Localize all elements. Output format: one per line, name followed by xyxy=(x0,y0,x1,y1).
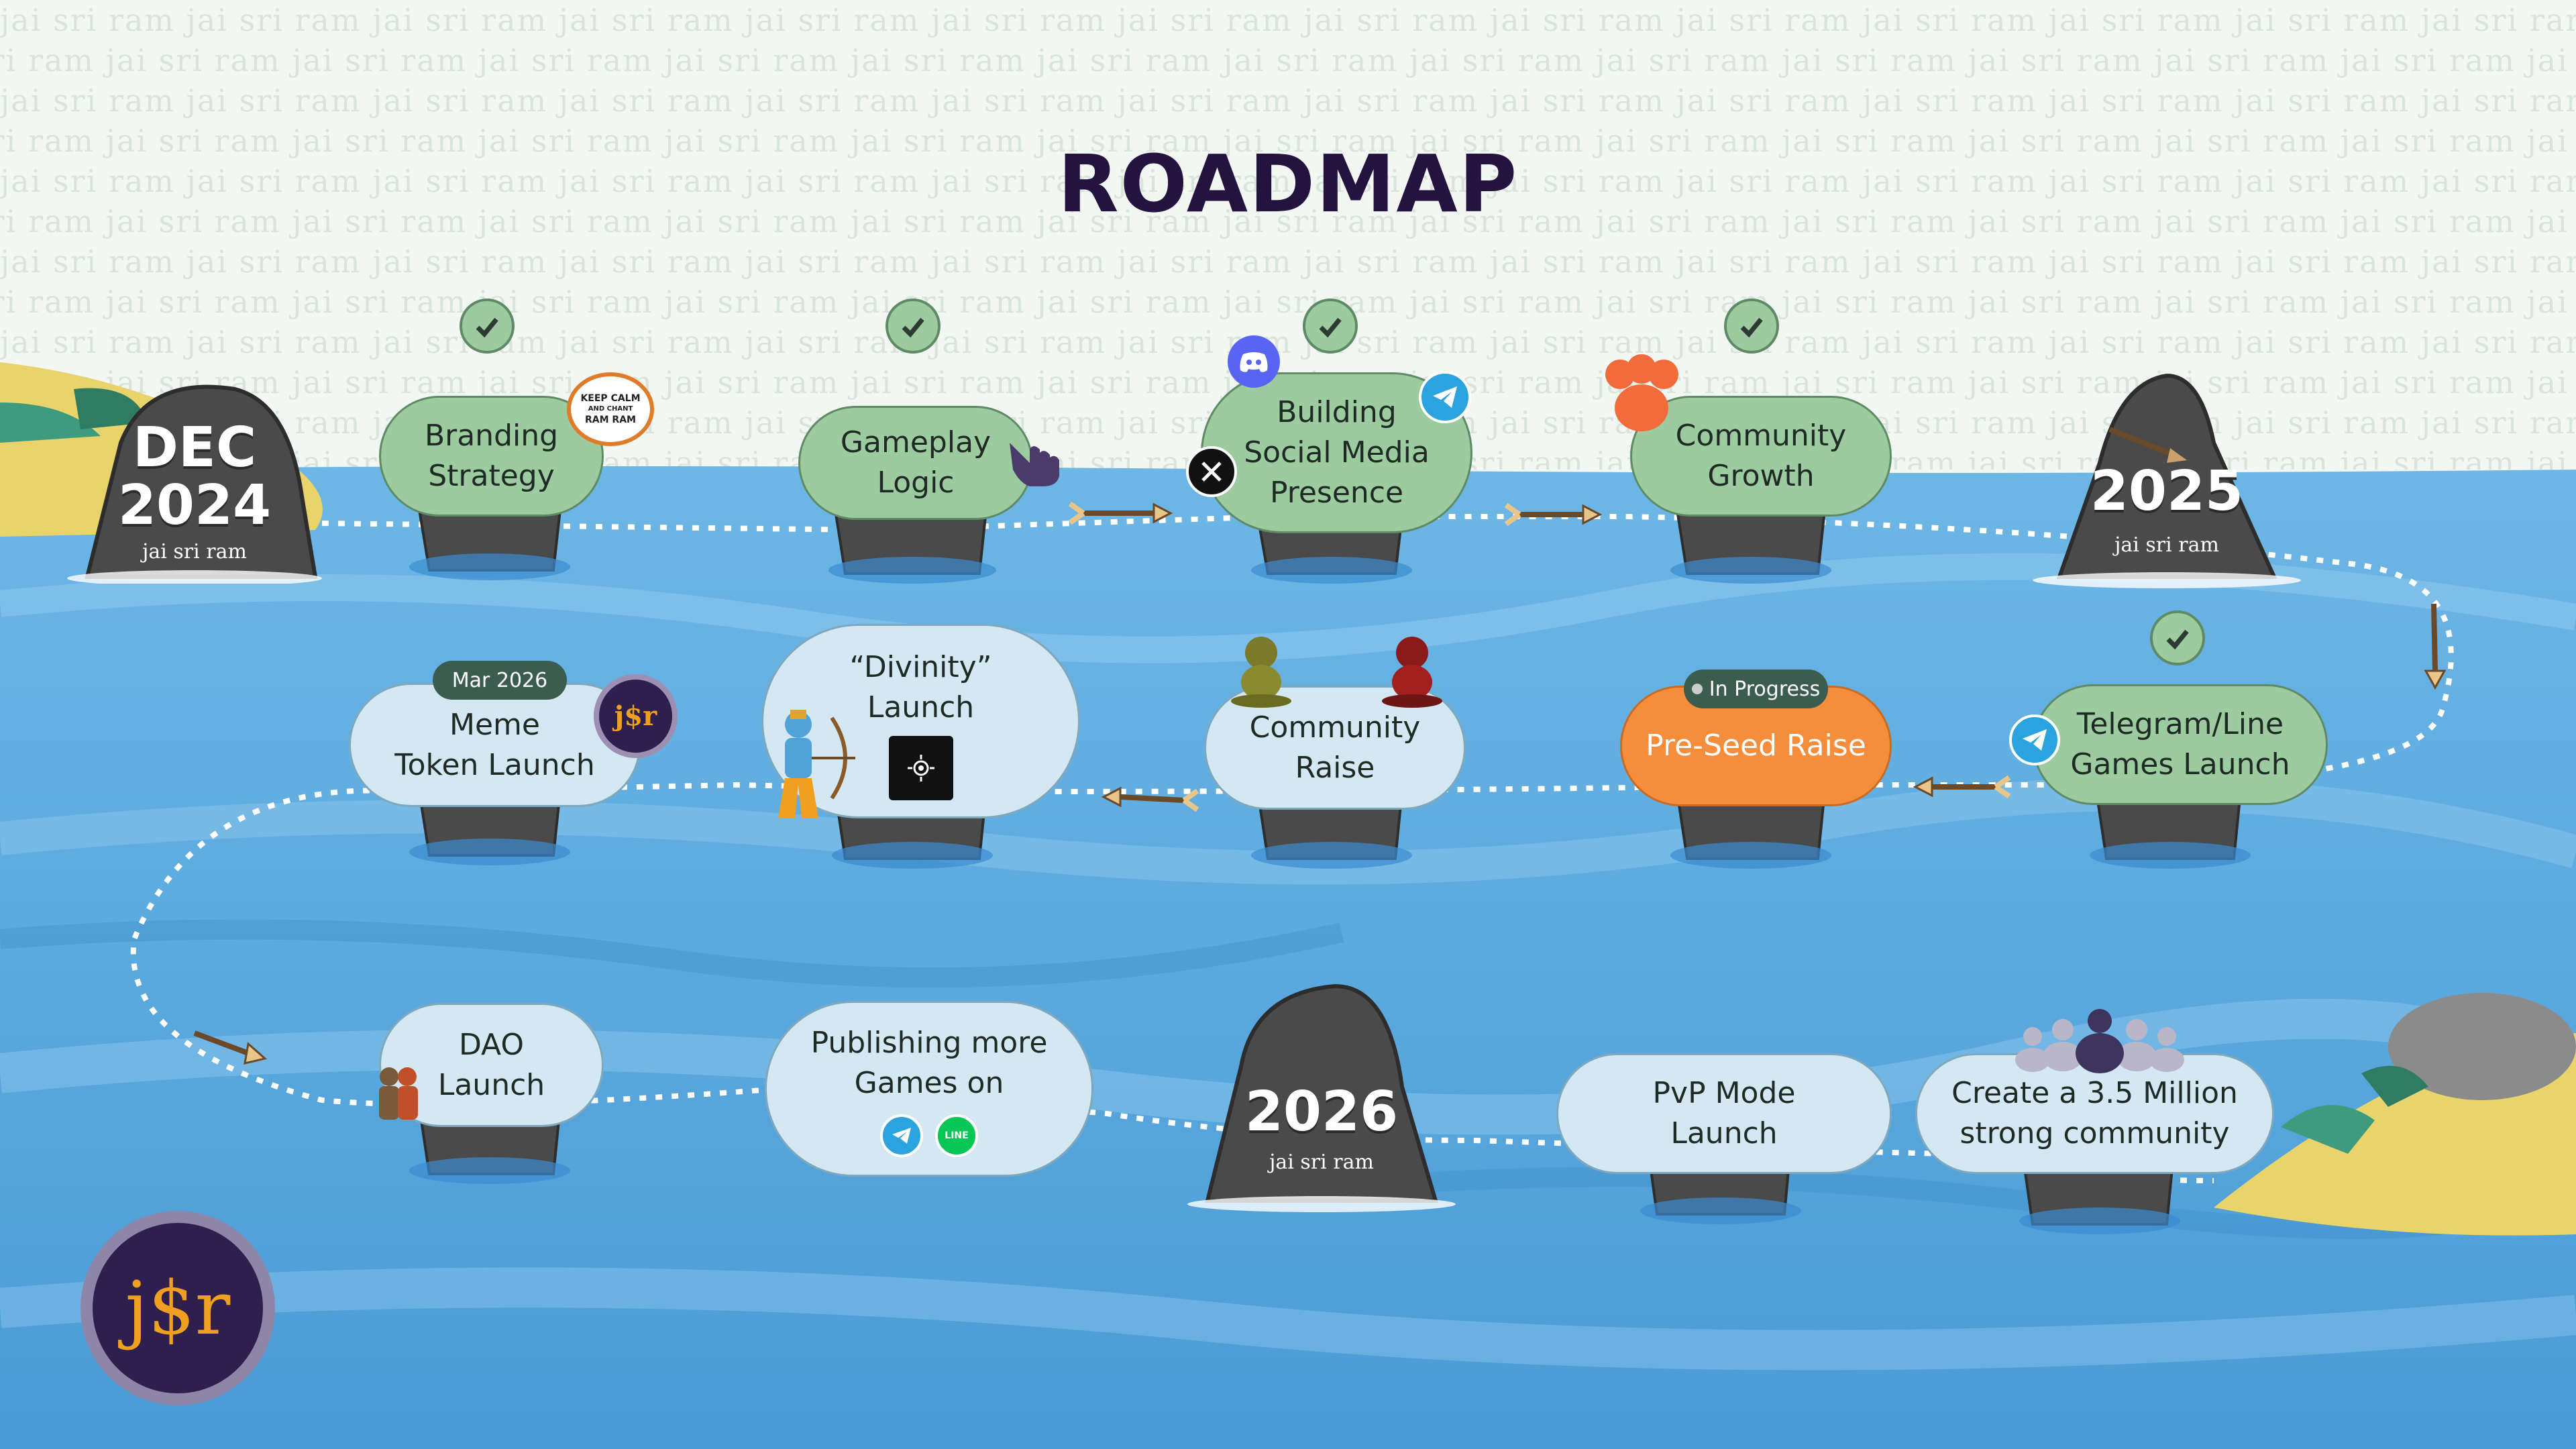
keep-calm-sticker: KEEP CALM AND CHANT RAM RAM xyxy=(567,372,654,446)
check-icon xyxy=(460,299,515,354)
milestone-text: Raise xyxy=(1295,750,1375,785)
milestone-text: Strategy xyxy=(428,459,555,493)
sticker-text: AND CHANT xyxy=(588,405,633,413)
rock-dec-2024: DEC 2024 jai sri ram xyxy=(67,362,322,584)
milestone-branding: Branding Strategy xyxy=(379,396,604,517)
milestone-text: DAO xyxy=(458,1027,525,1062)
pattern-row: jai sri ram jai sri ram jai sri ram jai … xyxy=(0,83,2576,119)
milestone-text: Presence xyxy=(1269,476,1404,510)
arrow-left-2 xyxy=(1101,786,1199,812)
status-dot-icon xyxy=(1691,684,1703,694)
pattern-row: jai sri ram jai sri ram jai sri ram jai … xyxy=(0,163,2576,199)
milestone-text: Games Launch xyxy=(2070,747,2290,782)
milestone-text: Social Media xyxy=(1244,435,1430,470)
hug-icon xyxy=(372,1063,426,1124)
divinity-game-icon xyxy=(888,736,953,800)
meditating-monkey-red-icon xyxy=(1379,634,1446,708)
rock-label: DEC 2024 xyxy=(67,419,322,535)
check-icon xyxy=(1724,299,1779,354)
milestone-divinity: “Divinity” Launch xyxy=(761,624,1080,818)
rock-sub: jai sri ram xyxy=(142,540,247,564)
milestone-text: Building xyxy=(1277,395,1397,429)
x-icon xyxy=(1186,446,1237,497)
milestone-text: Logic xyxy=(877,466,955,500)
milestone-publishing: Publishing more Games on LINE xyxy=(765,1001,1093,1177)
milestone-text: Meme xyxy=(449,707,540,742)
pattern-row: jai sri ram jai sri ram jai sri ram jai … xyxy=(0,203,2576,239)
telegram-icon xyxy=(880,1114,923,1157)
sticker-text: KEEP CALM xyxy=(580,393,641,404)
rock-label-line2: 2024 xyxy=(117,474,272,537)
rock-label: 2026 xyxy=(1244,1080,1399,1144)
milestone-pvp: PvP Mode Launch xyxy=(1556,1053,1892,1174)
meditating-monkey-icon xyxy=(1228,634,1295,708)
milestone-text: Community xyxy=(1249,710,1421,745)
jsr-logo-icon: j$r xyxy=(594,674,678,758)
pattern-row: jai sri ram jai sri ram jai sri ram jai … xyxy=(0,284,2576,320)
milestone-text: Token Launch xyxy=(394,747,595,782)
rock-label-line1: DEC xyxy=(132,416,257,480)
sticker-text: RAM RAM xyxy=(585,415,636,425)
milestone-text: Create a 3.5 Million xyxy=(1951,1076,2238,1110)
milestone-text: PvP Mode xyxy=(1652,1076,1796,1110)
milestone-text: “Divinity” xyxy=(849,650,992,684)
line-icon: LINE xyxy=(935,1114,978,1157)
pattern-row: jai sri ram jai sri ram jai sri ram jai … xyxy=(0,123,2576,159)
arrow-left-1 xyxy=(1913,775,2011,799)
archer-character-icon xyxy=(758,704,859,825)
rock-sub: jai sri ram xyxy=(1269,1150,1374,1174)
check-icon xyxy=(885,299,941,354)
milestone-text: Branding xyxy=(424,419,559,453)
date-badge: Mar 2026 xyxy=(433,661,567,700)
milestone-text: Publishing more xyxy=(810,1026,1048,1060)
milestone-text: Telegram/Line xyxy=(2076,707,2284,741)
milestone-text: Launch xyxy=(437,1067,545,1102)
arrow-down xyxy=(2424,603,2447,690)
pattern-row: jai sri ram jai sri ram jai sri ram jai … xyxy=(0,324,2576,360)
community-icon xyxy=(1600,354,1687,441)
pattern-row: jai sri ram jai sri ram jai sri ram jai … xyxy=(0,2,2576,38)
milestone-text: Games on xyxy=(854,1066,1004,1100)
jsr-main-logo: j$r xyxy=(80,1211,275,1405)
discord-icon xyxy=(1228,335,1280,388)
platform-icons: LINE xyxy=(880,1114,978,1157)
milestone-text: Pre-Seed Raise xyxy=(1646,729,1866,763)
rock-2025: 2025 jai sri ram xyxy=(2033,362,2301,590)
rock-label: 2025 xyxy=(2090,460,2244,523)
pattern-row: jai sri ram jai sri ram jai sri ram jai … xyxy=(0,244,2576,280)
milestone-gameplay: Gameplay Logic xyxy=(798,406,1033,520)
milestone-text: Launch xyxy=(867,690,975,724)
telegram-icon xyxy=(1419,371,1471,423)
page-title: ROADMAP xyxy=(1057,138,1519,230)
pointer-hand-icon xyxy=(1003,429,1063,490)
milestone-telegram-line: Telegram/Line Games Launch xyxy=(2033,684,2328,805)
status-badge-text: In Progress xyxy=(1709,677,1821,701)
milestone-community-3-5m: Create a 3.5 Million strong community xyxy=(1915,1053,2274,1174)
milestone-community-growth: Community Growth xyxy=(1630,396,1892,517)
arrow-diag xyxy=(193,1030,268,1065)
milestone-text: Community xyxy=(1675,419,1847,453)
check-icon xyxy=(1303,299,1358,354)
rock-sub: jai sri ram xyxy=(2114,533,2219,557)
milestone-text: Growth xyxy=(1707,459,1815,493)
arrow-right-1 xyxy=(1068,501,1173,525)
milestone-text: Launch xyxy=(1670,1116,1778,1150)
status-badge: In Progress xyxy=(1684,669,1828,708)
telegram-icon xyxy=(2009,714,2060,765)
meditating-group-icon xyxy=(2012,1006,2187,1080)
milestone-text: Gameplay xyxy=(840,425,991,460)
arrow-right-2 xyxy=(1504,502,1603,527)
pattern-row: jai sri ram jai sri ram jai sri ram jai … xyxy=(0,42,2576,78)
milestone-text: strong community xyxy=(1960,1116,2230,1150)
rock-2026: 2026 jai sri ram xyxy=(1187,979,1456,1214)
check-icon xyxy=(2150,610,2205,665)
